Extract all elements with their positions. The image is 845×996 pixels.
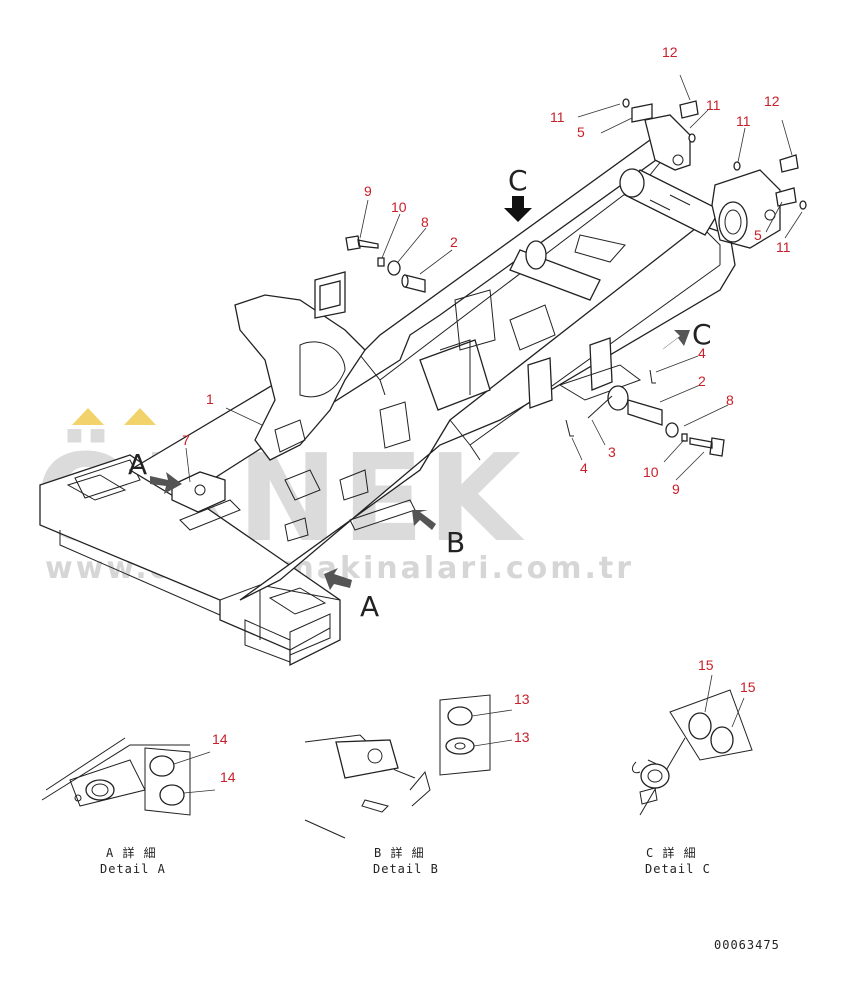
watermark-accent-mark <box>72 408 156 425</box>
detail-captions: A 詳 細 Detail A B 詳 細 Detail B C 詳 細 Deta… <box>100 845 711 876</box>
bushing-15-left <box>688 712 712 740</box>
middle-cross-member <box>509 249 601 301</box>
view-arrows <box>150 196 690 590</box>
view-arrow-c-top <box>504 196 532 222</box>
pin-assembly-left <box>345 235 426 293</box>
collar-8-left <box>387 260 401 276</box>
detail-a-view <box>41 737 216 816</box>
view-letter-c-right: C <box>692 318 712 351</box>
washer-13-bottom <box>445 737 475 755</box>
callout-5-right: 5 <box>754 227 762 243</box>
view-arrow-a-left <box>150 472 182 494</box>
callout-11-mid: 11 <box>736 113 751 129</box>
view-letter-a-bottom: A <box>360 590 379 623</box>
callout-7: 7 <box>182 432 190 448</box>
pin-4-a <box>649 369 656 384</box>
detail-b-caption-jp: B 詳 細 <box>374 845 425 860</box>
view-letter-a-left: A <box>128 448 147 481</box>
ring-11-d <box>799 200 807 210</box>
callout-3: 3 <box>608 444 616 460</box>
callout-2-left: 2 <box>450 234 458 250</box>
ring-11-b <box>688 133 696 143</box>
callout-4-lower: 4 <box>580 460 588 476</box>
rear-cross-member <box>419 339 491 411</box>
callout-9-left: 9 <box>364 183 372 199</box>
callout-13-bottom: 13 <box>514 729 530 745</box>
rod-3 <box>587 395 613 419</box>
right-main-rail <box>239 224 736 601</box>
callout-10-right: 10 <box>643 464 659 480</box>
callout-8-right: 8 <box>726 392 734 408</box>
collar-13-top <box>447 706 473 726</box>
callout-11-far-right: 11 <box>776 239 791 255</box>
detail-c-caption-jp: C 詳 細 <box>646 845 697 860</box>
detail-c-caption-en: Detail C <box>645 862 711 876</box>
pin-assembly-right <box>565 369 725 457</box>
callout-numbers: 12 11 5 11 12 11 11 5 9 10 8 2 1 7 4 2 8… <box>182 44 791 785</box>
detail-b-caption-en: Detail B <box>373 862 439 876</box>
callout-13-top: 13 <box>514 691 530 707</box>
callout-5-top: 5 <box>577 124 585 140</box>
callout-15-right: 15 <box>740 679 756 695</box>
drawing-number: 00063475 <box>714 938 780 952</box>
view-letters: C C A B A <box>128 164 712 623</box>
bolt-9-left <box>345 235 379 251</box>
bushing-14-top <box>149 755 175 777</box>
callout-14-bottom: 14 <box>220 769 236 785</box>
view-arrow-b <box>412 510 436 530</box>
callout-10-left: 10 <box>391 199 407 215</box>
bushing-5-a <box>631 103 653 123</box>
bolt-12-a <box>679 100 699 119</box>
view-letter-c-top: C <box>508 164 528 197</box>
detail-a-caption-jp: A 詳 細 <box>106 845 157 860</box>
callout-12-right: 12 <box>764 93 780 109</box>
callout-8-left: 8 <box>421 214 429 230</box>
callout-14-top: 14 <box>212 731 228 747</box>
bolt-12-b <box>779 154 799 173</box>
bushing-5-b <box>775 187 797 207</box>
callout-11-right: 11 <box>706 97 721 113</box>
collar-8-right <box>665 422 679 438</box>
callout-1: 1 <box>206 391 214 407</box>
detail-c-view <box>632 674 753 816</box>
callout-15-left: 15 <box>698 657 714 673</box>
collar-2-right <box>607 385 629 411</box>
detail-b-view <box>304 694 513 839</box>
callout-9-right: 9 <box>672 481 680 497</box>
washer-10-left <box>377 257 385 267</box>
ring-11-c <box>733 161 741 171</box>
callout-2-right: 2 <box>698 373 706 389</box>
view-arrow-c-right <box>662 330 690 350</box>
front-left-tower <box>644 114 691 171</box>
pin-assembly-front <box>622 98 807 210</box>
view-letter-b: B <box>446 526 465 559</box>
view-arrow-a-bottom <box>324 568 352 590</box>
pin-4-b <box>565 419 574 437</box>
bolt-9-right <box>689 437 725 457</box>
pin-2-right <box>627 399 663 426</box>
ring-11-a <box>622 98 630 108</box>
bushing-15-right <box>710 726 734 754</box>
bushing-14-bottom <box>159 784 185 806</box>
main-frame-drawing <box>39 114 781 667</box>
detail-a-caption-en: Detail A <box>100 862 166 876</box>
callout-12-top: 12 <box>662 44 678 60</box>
callout-4-right: 4 <box>698 345 706 361</box>
callout-11-left: 11 <box>550 109 565 125</box>
leader-lines <box>185 74 803 483</box>
washer-10-right <box>681 433 688 442</box>
